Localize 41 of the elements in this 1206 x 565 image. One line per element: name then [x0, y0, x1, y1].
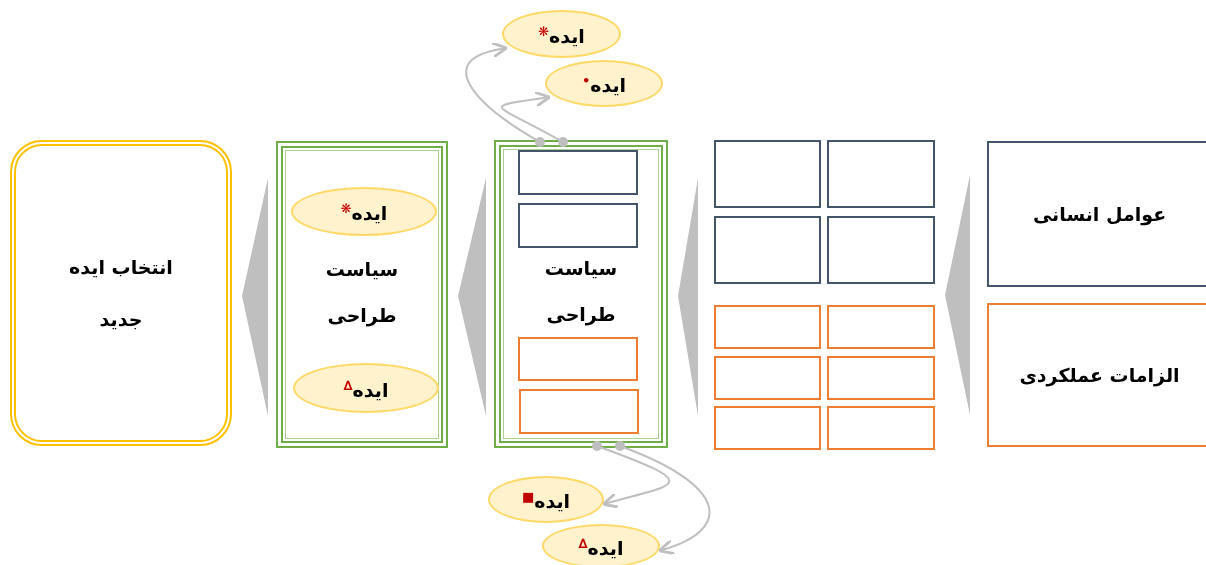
idea-ellipse [545, 60, 663, 107]
chevron-arrow [678, 178, 698, 416]
node-label: انتخاب ایده جدید [68, 255, 174, 332]
node-label: سیاست طراحی [543, 256, 619, 328]
policy-box [276, 141, 448, 448]
info-box [987, 303, 1206, 447]
empty-box [714, 406, 821, 450]
idea-ellipse [291, 187, 437, 236]
chevron-arrow [458, 178, 486, 416]
node-label: الزامات عملکردی [1018, 363, 1181, 387]
node-label: ایده$^{❋}$ [538, 22, 585, 49]
curved-arrow [592, 441, 670, 509]
empty-box [827, 406, 935, 450]
node-label: ایده$^{∆}$ [578, 534, 624, 561]
empty-box [518, 150, 638, 195]
empty-box [827, 140, 935, 208]
curved-arrow [501, 90, 568, 147]
empty-box [714, 216, 821, 284]
empty-box [827, 305, 935, 349]
node-label: ایده$^{❋}$ [340, 200, 388, 226]
empty-box [518, 203, 638, 248]
node-label: ایده$^{■}$ [521, 488, 571, 514]
selection-box [10, 140, 232, 446]
node-label: سیاست طراحی [324, 256, 400, 329]
idea-ellipse [293, 363, 439, 413]
curved-arrow [465, 42, 545, 147]
node-label: عوامل انسانی [1031, 202, 1168, 226]
chevron-arrow [242, 178, 268, 416]
empty-box [519, 389, 639, 434]
empty-box [714, 356, 821, 400]
empty-box [518, 337, 638, 381]
empty-box [827, 216, 935, 284]
idea-ellipse [502, 10, 621, 58]
curved-arrow [615, 441, 711, 555]
node-label: ایده$^{∆}$ [343, 376, 389, 403]
policy-box [494, 140, 668, 448]
node-label: ایده$^{•}$ [581, 72, 627, 98]
empty-box [714, 140, 821, 208]
info-box [987, 141, 1206, 287]
empty-box [714, 305, 821, 349]
empty-box [827, 356, 935, 400]
